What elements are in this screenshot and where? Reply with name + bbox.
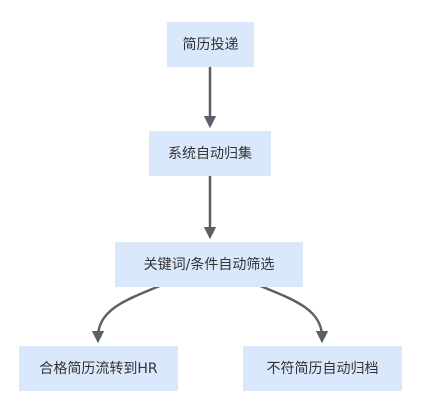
edge-screen-to-reject [257, 283, 329, 344]
node-unqualified-archived-label: 不符简历自动归档 [266, 360, 379, 377]
node-qualified-to-hr: 合格简历流转到HR [19, 346, 178, 391]
node-keyword-screening: 关键词/条件自动筛选 [115, 242, 303, 287]
edge-screen-to-pass [91, 283, 163, 344]
node-system-auto-collect-label: 系统自动归集 [168, 145, 252, 162]
node-system-auto-collect: 系统自动归集 [149, 131, 271, 176]
node-unqualified-archived: 不符简历自动归档 [243, 346, 402, 391]
node-resume-submission: 简历投递 [167, 22, 254, 67]
node-qualified-to-hr-label: 合格简历流转到HR [39, 360, 158, 377]
node-resume-submission-label: 简历投递 [182, 36, 239, 53]
node-keyword-screening-label: 关键词/条件自动筛选 [143, 256, 275, 273]
